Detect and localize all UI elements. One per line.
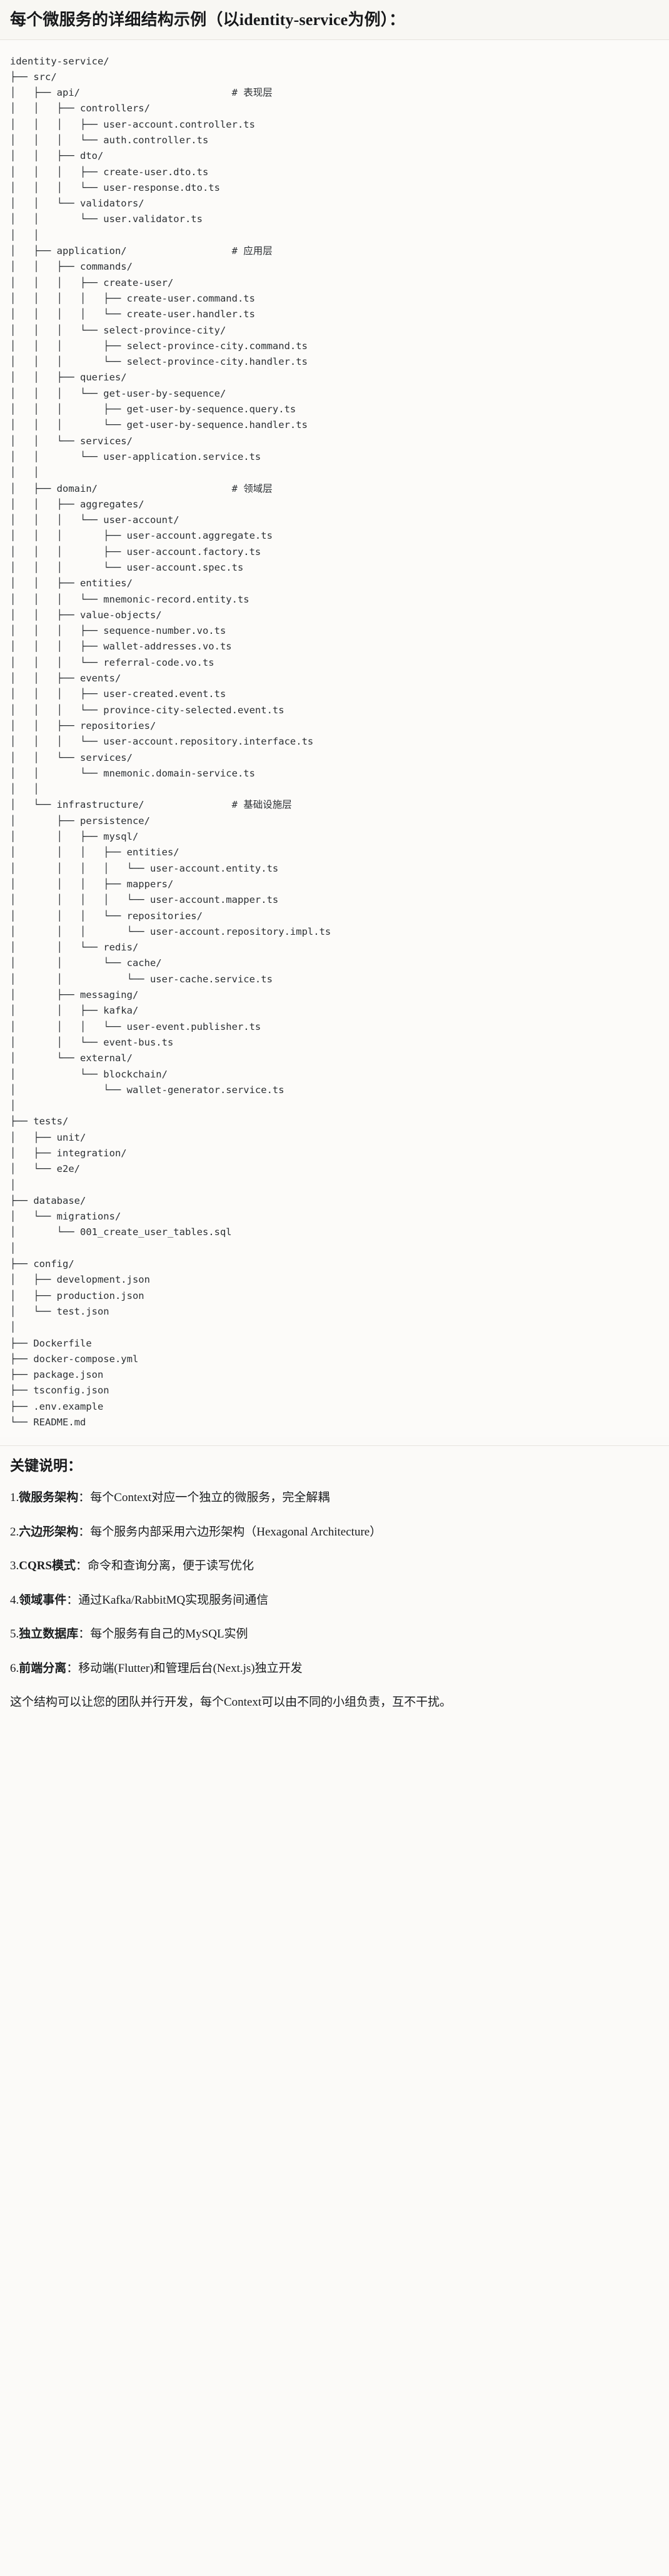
- note-term: 领域事件: [19, 1593, 67, 1607]
- closing-paragraph: 这个结构可以让您的团队并行开发，每个Context可以由不同的小组负责，互不干扰…: [10, 1696, 452, 1709]
- page-title: 每个微服务的详细结构示例（以identity-service为例）：: [10, 11, 406, 29]
- note-item: 6.前端分离：移动端(Flutter)和管理后台(Next.js)独立开发: [10, 1660, 659, 1678]
- note-term: 前端分离: [19, 1661, 67, 1675]
- note-item: 4.领域事件：通过Kafka/RabbitMQ实现服务间通信: [10, 1592, 659, 1610]
- note-number: 1.: [10, 1491, 19, 1505]
- section-divider: [0, 1445, 669, 1447]
- note-number: 3.: [10, 1559, 19, 1573]
- note-description: ：每个服务内部采用六边形架构（Hexagonal Architecture）: [78, 1525, 382, 1539]
- note-number: 6.: [10, 1661, 19, 1675]
- note-description: ：通过Kafka/RabbitMQ实现服务间通信: [66, 1593, 269, 1607]
- note-item: 3.CQRS模式：命令和查询分离，便于读写优化: [10, 1557, 659, 1576]
- note-number: 5.: [10, 1627, 19, 1641]
- title-bar: 每个微服务的详细结构示例（以identity-service为例）：: [0, 0, 669, 40]
- directory-tree-block: identity-service/ ├── src/ │ ├── api/ # …: [0, 39, 669, 1437]
- note-description: ：每个Context对应一个独立的微服务，完全解耦: [78, 1491, 330, 1505]
- note-item: 1.微服务架构：每个Context对应一个独立的微服务，完全解耦: [10, 1489, 659, 1507]
- note-number: 4.: [10, 1593, 19, 1607]
- note-description: ：命令和查询分离，便于读写优化: [76, 1559, 254, 1573]
- note-term: 六边形架构: [19, 1525, 79, 1539]
- note-term: 微服务架构: [19, 1491, 79, 1505]
- key-notes-section: 关键说明： 1.微服务架构：每个Context对应一个独立的微服务，完全解耦 2…: [0, 1446, 669, 1723]
- directory-tree: identity-service/ ├── src/ │ ├── api/ # …: [10, 55, 331, 1428]
- note-description: ：每个服务有自己的MySQL实例: [78, 1627, 248, 1641]
- note-item: 5.独立数据库：每个服务有自己的MySQL实例: [10, 1626, 659, 1644]
- note-number: 2.: [10, 1525, 19, 1539]
- page-root: 每个微服务的详细结构示例（以identity-service为例）： ident…: [0, 0, 669, 1723]
- note-item: 2.六边形架构：每个服务内部采用六边形架构（Hexagonal Architec…: [10, 1524, 659, 1542]
- note-description: ：移动端(Flutter)和管理后台(Next.js)独立开发: [66, 1661, 303, 1675]
- note-term: CQRS模式: [19, 1559, 76, 1573]
- note-term: 独立数据库: [19, 1627, 79, 1641]
- key-notes-heading: 关键说明：: [10, 1458, 82, 1474]
